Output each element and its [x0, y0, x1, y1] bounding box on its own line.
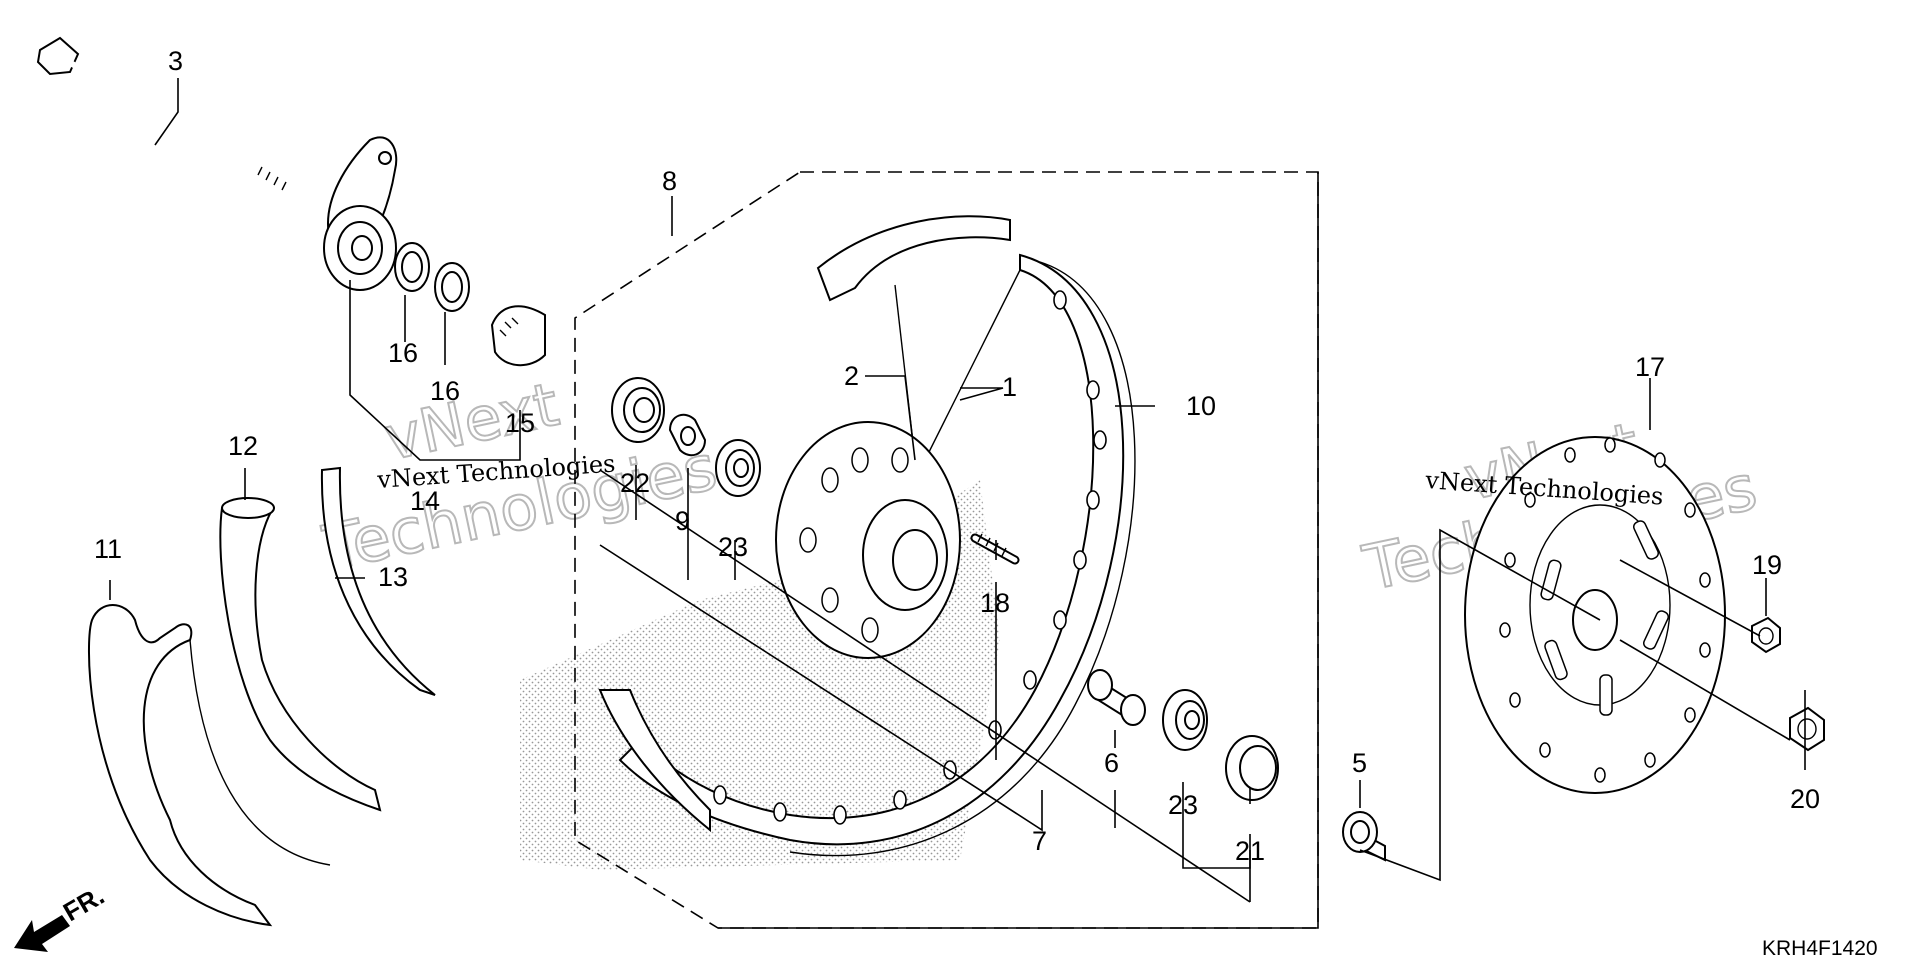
- wheel-assembly-frame-solid: [718, 172, 1319, 929]
- rim-section-top: [816, 215, 1011, 302]
- callout-20: 20: [1790, 784, 1820, 814]
- brake-disc: [1464, 436, 1726, 794]
- callout-10: 10: [1186, 391, 1216, 421]
- callout-16-left: 16: [388, 338, 418, 368]
- axle-part-3: [36, 36, 293, 195]
- callout-6: 6: [1104, 748, 1119, 778]
- callout-18: 18: [980, 588, 1010, 618]
- wheel-hub: [775, 421, 961, 659]
- rim-section-bottom: [598, 689, 711, 833]
- bearing-23-left: [715, 439, 761, 497]
- callout-17: 17: [1635, 352, 1665, 382]
- callout-9: 9: [675, 506, 690, 536]
- callout-19: 19: [1752, 550, 1782, 580]
- bearing-22: [611, 377, 665, 443]
- bearing-23-right: [1162, 689, 1208, 751]
- callout-1: 1: [1002, 372, 1017, 402]
- seal-21: [1225, 735, 1279, 801]
- collar-5: [1342, 811, 1386, 862]
- retainer-9: [668, 413, 707, 457]
- callout-numbers: 1 2 3 5 6 7 8 9 10 11 12 13 14 15 16 16 …: [94, 46, 1820, 866]
- callout-13: 13: [378, 562, 408, 592]
- rim-band: [320, 466, 436, 696]
- callout-15: 15: [505, 408, 535, 438]
- spokes: [894, 269, 1021, 461]
- speedometer-gearbox: [323, 136, 398, 291]
- callout-16-right: 16: [430, 376, 460, 406]
- front-direction-arrow: FR.: [14, 880, 109, 952]
- callout-3: 3: [168, 46, 183, 76]
- callout-21: 21: [1235, 836, 1265, 866]
- valve-stud: [970, 533, 1020, 565]
- callout-22: 22: [620, 468, 650, 498]
- callout-23-right: 23: [1168, 790, 1198, 820]
- diagram-code: KRH4F1420: [1762, 937, 1878, 960]
- callout-23-left: 23: [718, 532, 748, 562]
- bolt-20: [1789, 706, 1825, 752]
- callout-11: 11: [94, 534, 122, 564]
- distance-collar: [1087, 669, 1146, 726]
- dust-seals: [394, 242, 470, 312]
- callout-12: 12: [228, 431, 258, 461]
- callout-2: 2: [844, 361, 859, 391]
- gear-retainer: [490, 305, 546, 367]
- callout-7: 7: [1032, 826, 1047, 856]
- callout-8: 8: [662, 166, 677, 196]
- tire: [87, 604, 331, 927]
- tube: [219, 497, 382, 812]
- callout-14: 14: [410, 486, 440, 516]
- nut-19: [1751, 616, 1781, 654]
- callout-5: 5: [1352, 748, 1367, 778]
- leader-lines: [109, 78, 1806, 903]
